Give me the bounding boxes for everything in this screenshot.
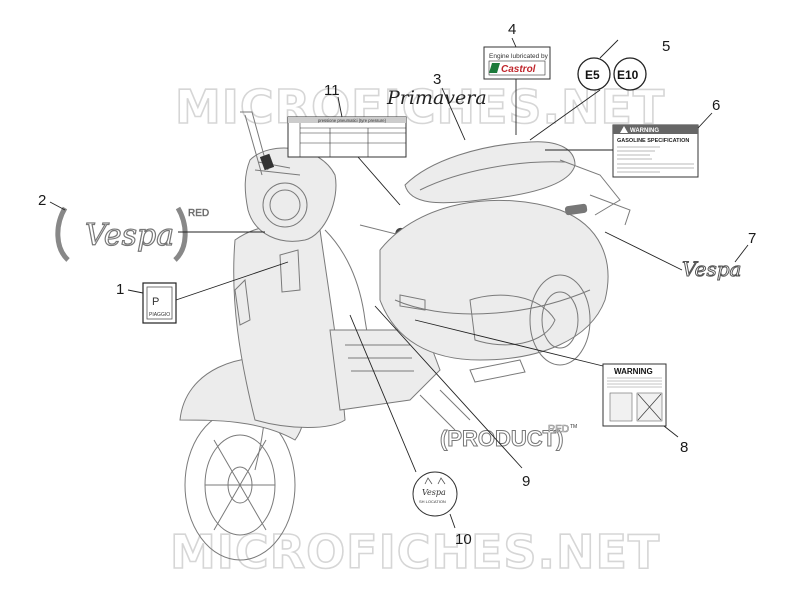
red-mark: RED: [188, 208, 209, 219]
decal-castrol: Engine lubricated by Castrol: [483, 46, 551, 80]
round-badge-text: Vespa: [422, 488, 446, 497]
round-badge-sub: SH LOCATION: [419, 499, 446, 504]
product-tm: TM: [570, 424, 577, 430]
product-text: (PRODUCT): [440, 426, 563, 451]
callout-4: 4: [508, 21, 516, 38]
decal-product-red: (PRODUCT) RED TM: [440, 424, 578, 452]
callout-5: 5: [662, 38, 670, 55]
callout-6: 6: [712, 97, 720, 114]
callout-3: 3: [433, 71, 441, 88]
decal-round-badge: Vespa SH LOCATION: [412, 471, 458, 517]
watermark-top: MICROFICHES.NET: [175, 80, 665, 134]
watermark-bottom: MICROFICHES.NET: [170, 525, 660, 579]
plate-letter: P: [152, 296, 159, 308]
decal-vespa-small: Vespa: [682, 257, 741, 281]
decal-warning-label: WARNING: [602, 363, 667, 427]
callout-9: 9: [522, 473, 530, 490]
warning-big-title: WARNING: [614, 367, 653, 376]
callout-2: 2: [38, 192, 46, 209]
decal-gasoline-warning: WARNING GASOLINE SPECIFICATION: [612, 124, 699, 178]
product-red-suffix: RED: [548, 424, 569, 435]
leader-lines: [49, 37, 749, 529]
castrol-top-text: Engine lubricated by: [489, 53, 549, 60]
tyre-pressure-title: pressione pneumatici (tyre pressure): [318, 118, 387, 123]
callout-1: 1: [116, 281, 124, 298]
callout-7: 7: [748, 230, 756, 247]
callout-10: 10: [455, 531, 472, 548]
vespa-script-red: Vespa: [85, 218, 174, 253]
fuel-e10: E10: [617, 68, 639, 82]
gas-spec-title: GASOLINE SPECIFICATION: [617, 138, 689, 144]
callout-8: 8: [680, 439, 688, 456]
decal-fuel-markings: E5 E10: [577, 57, 647, 91]
decal-vespa-red: Vespa RED: [55, 206, 209, 262]
gas-warning-title: WARNING: [630, 128, 659, 134]
fuel-e5: E5: [585, 68, 600, 82]
scooter-drawing: [179, 111, 631, 561]
decal-piaggio-plate: P PIAGGIO: [142, 282, 177, 324]
castrol-brand: Castrol: [501, 64, 536, 75]
plate-brand: PIAGGIO: [149, 312, 170, 318]
decal-tyre-pressure: pressione pneumatici (tyre pressure): [287, 116, 407, 158]
callout-11: 11: [324, 82, 340, 99]
decal-primavera: Primavera: [386, 87, 487, 109]
